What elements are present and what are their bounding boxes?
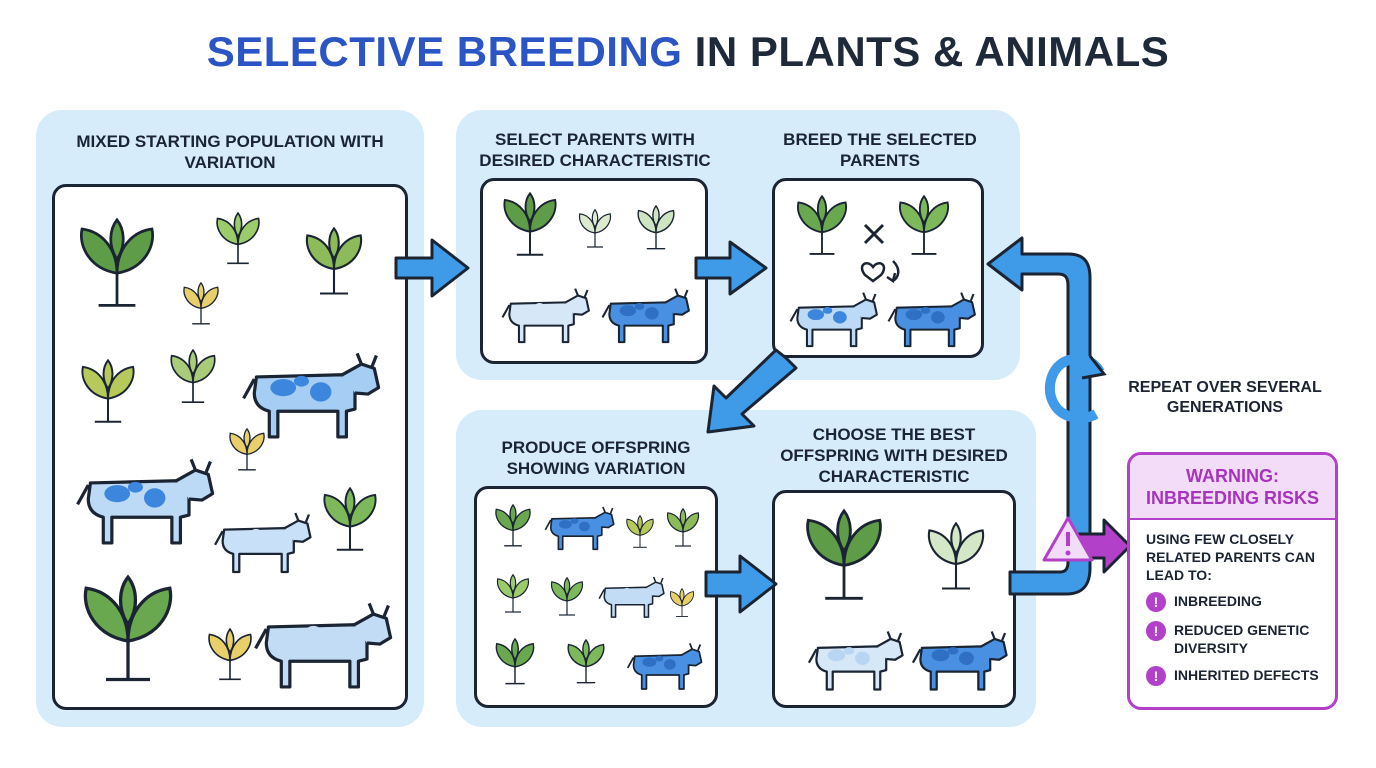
cow-icon: [598, 576, 665, 618]
warning-icon: [1042, 516, 1094, 562]
cow-icon: [501, 287, 590, 344]
warning-card: WARNING: INBREEDING RISKS USING FEW CLOS…: [1127, 452, 1338, 710]
cow-icon: [601, 287, 690, 344]
cycle-icon: [1044, 353, 1107, 424]
cow-icon: [75, 457, 215, 545]
offspring-box: [474, 486, 718, 708]
plant-icon: [927, 521, 985, 590]
exclamation-icon: !: [1146, 666, 1166, 686]
plant-icon: [495, 638, 535, 685]
population-label: MIXED STARTING POPULATION WITH VARIATION: [76, 132, 384, 172]
plant-icon: [208, 628, 252, 681]
choose-illustration: [805, 509, 1008, 691]
plant-icon: [79, 218, 155, 308]
plant-icon: [170, 349, 216, 404]
breed-illustration: [789, 195, 976, 348]
plant-icon: [805, 509, 883, 600]
risk-label: REDUCED GENETIC DIVERSITY: [1174, 622, 1310, 656]
heart-icon: [860, 262, 886, 283]
plant-icon: [305, 226, 363, 296]
plant-icon: [550, 577, 584, 616]
risk-item: ! INHERITED DEFECTS: [1146, 666, 1325, 686]
exclamation-icon: !: [1146, 592, 1166, 612]
cross-icon: [863, 223, 885, 245]
cow-icon: [253, 601, 393, 689]
choose-box: [772, 490, 1016, 708]
breed-box: [772, 178, 984, 358]
repeat-label: REPEAT OVER SEVERAL GENERATIONS: [1128, 379, 1322, 416]
cow-icon: [789, 291, 878, 348]
page-title: SELECTIVE BREEDING IN PLANTS & ANIMALS: [0, 28, 1376, 76]
plant-icon: [229, 428, 265, 471]
plant-icon: [669, 588, 695, 618]
warning-body: USING FEW CLOSELY RELATED PARENTS CAN LE…: [1130, 520, 1335, 686]
title-rest: IN PLANTS & ANIMALS: [682, 28, 1170, 75]
offspring-label: PRODUCE OFFSPRING SHOWING VARIATION: [501, 438, 691, 478]
plant-icon: [183, 282, 219, 325]
plant-icon: [626, 515, 654, 548]
plant-icon: [796, 195, 848, 256]
cow-icon: [887, 291, 976, 348]
population-box: [52, 184, 408, 710]
cow-icon: [626, 642, 703, 690]
breed-label: BREED THE SELECTED PARENTS: [783, 130, 977, 170]
plant-icon: [323, 487, 377, 551]
plant-icon: [81, 359, 135, 423]
population-illustration: [75, 212, 393, 689]
plant-icon: [496, 574, 530, 613]
arrow-curve-icon: [886, 260, 900, 284]
risk-label: INBREEDING: [1174, 593, 1262, 609]
plant-icon: [898, 195, 950, 256]
choose-label: CHOOSE THE BEST OFFSPRING WITH DESIRED C…: [780, 425, 1008, 486]
risk-item: ! REDUCED GENETIC DIVERSITY: [1146, 621, 1325, 657]
arrow-to-warning: [1074, 518, 1132, 574]
select-label: SELECT PARENTS WITH DESIRED CHARACTERIST…: [479, 130, 711, 170]
plant-icon: [216, 212, 260, 265]
select-illustration: [501, 192, 690, 344]
select-box: [480, 178, 708, 364]
plant-icon: [637, 204, 675, 250]
warning-title: WARNING: INBREEDING RISKS: [1130, 455, 1335, 520]
plant-icon: [503, 192, 557, 256]
offspring-illustration: [495, 504, 703, 690]
cow-icon: [213, 511, 312, 574]
exclamation-icon: !: [1146, 621, 1166, 641]
cow-icon: [241, 351, 381, 439]
plant-icon: [495, 504, 531, 547]
cow-icon: [807, 630, 904, 691]
cow-icon: [911, 630, 1008, 691]
risk-item: ! INBREEDING: [1146, 592, 1325, 612]
plant-icon: [578, 209, 612, 248]
plant-icon: [567, 639, 605, 684]
risk-label: INHERITED DEFECTS: [1174, 667, 1319, 683]
cow-icon: [544, 506, 615, 551]
plant-icon: [666, 507, 700, 547]
title-highlight: SELECTIVE BREEDING: [206, 28, 683, 75]
plant-icon: [83, 575, 173, 682]
warning-intro: USING FEW CLOSELY RELATED PARENTS CAN LE…: [1146, 531, 1316, 583]
